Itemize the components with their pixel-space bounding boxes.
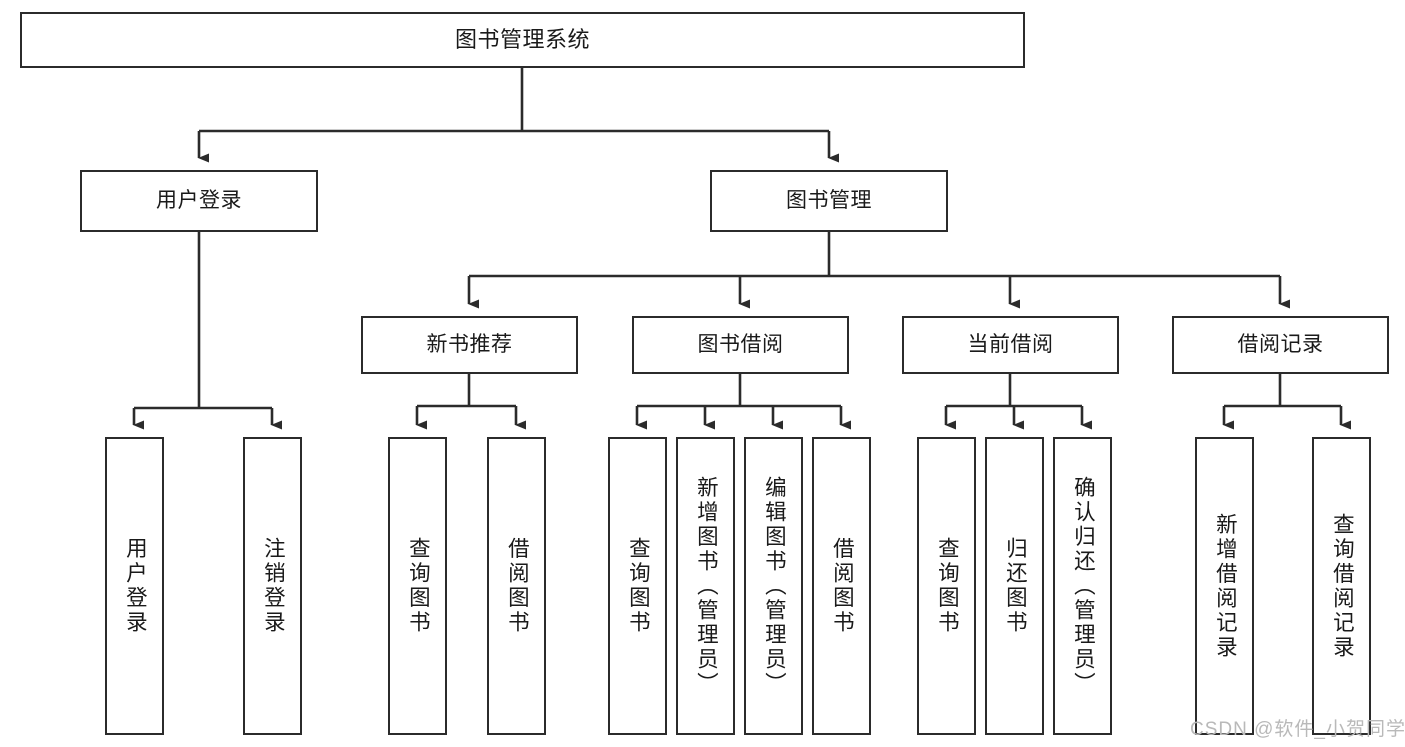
node-leaf-borrow-book-rec-label: 借阅图书 xyxy=(505,537,530,635)
node-user-login[interactable]: 用户登录 xyxy=(80,170,318,232)
node-book-manage[interactable]: 图书管理 xyxy=(710,170,948,232)
node-leaf-query-record[interactable]: 查询借阅记录 xyxy=(1312,437,1371,735)
node-leaf-confirm-return-label: 确认归还（管理员） xyxy=(1071,475,1096,697)
node-leaf-add-book[interactable]: 新增图书（管理员） xyxy=(676,437,735,735)
node-leaf-add-record-label: 新增借阅记录 xyxy=(1213,512,1238,660)
node-user-login-label: 用户登录 xyxy=(156,188,242,212)
node-leaf-user-login-label: 用户登录 xyxy=(123,537,148,635)
node-leaf-confirm-return[interactable]: 确认归还（管理员） xyxy=(1053,437,1112,735)
node-leaf-query-book-rec[interactable]: 查询图书 xyxy=(388,437,447,735)
node-leaf-edit-book-label: 编辑图书（管理员） xyxy=(762,475,787,697)
node-leaf-query-book-borrow[interactable]: 查询图书 xyxy=(608,437,667,735)
node-leaf-return-book-label: 归还图书 xyxy=(1003,537,1028,635)
node-leaf-query-book-cur-label: 查询图书 xyxy=(935,537,960,635)
node-new-book-rec-label: 新书推荐 xyxy=(426,332,513,356)
node-leaf-return-book[interactable]: 归还图书 xyxy=(985,437,1044,735)
node-borrow-record[interactable]: 借阅记录 xyxy=(1172,316,1389,374)
node-leaf-query-book-cur[interactable]: 查询图书 xyxy=(917,437,976,735)
node-leaf-user-login[interactable]: 用户登录 xyxy=(105,437,164,735)
node-leaf-query-book-borrow-label: 查询图书 xyxy=(626,537,651,635)
node-leaf-add-book-label: 新增图书（管理员） xyxy=(694,475,719,697)
node-leaf-query-book-rec-label: 查询图书 xyxy=(406,537,431,635)
node-leaf-logout[interactable]: 注销登录 xyxy=(243,437,302,735)
node-borrow-record-label: 借阅记录 xyxy=(1237,332,1324,356)
node-leaf-borrow-book-label: 借阅图书 xyxy=(830,537,855,635)
node-current-borrow-label: 当前借阅 xyxy=(967,332,1054,356)
node-current-borrow[interactable]: 当前借阅 xyxy=(902,316,1119,374)
node-new-book-rec[interactable]: 新书推荐 xyxy=(361,316,578,374)
node-book-manage-label: 图书管理 xyxy=(786,188,872,212)
node-book-borrow[interactable]: 图书借阅 xyxy=(632,316,849,374)
node-leaf-logout-label: 注销登录 xyxy=(261,537,286,635)
node-leaf-query-record-label: 查询借阅记录 xyxy=(1330,512,1355,660)
node-leaf-edit-book[interactable]: 编辑图书（管理员） xyxy=(744,437,803,735)
node-root[interactable]: 图书管理系统 xyxy=(20,12,1025,68)
node-leaf-add-record[interactable]: 新增借阅记录 xyxy=(1195,437,1254,735)
node-leaf-borrow-book[interactable]: 借阅图书 xyxy=(812,437,871,735)
node-root-label: 图书管理系统 xyxy=(454,27,590,53)
node-leaf-borrow-book-rec[interactable]: 借阅图书 xyxy=(487,437,546,735)
node-book-borrow-label: 图书借阅 xyxy=(697,332,784,356)
